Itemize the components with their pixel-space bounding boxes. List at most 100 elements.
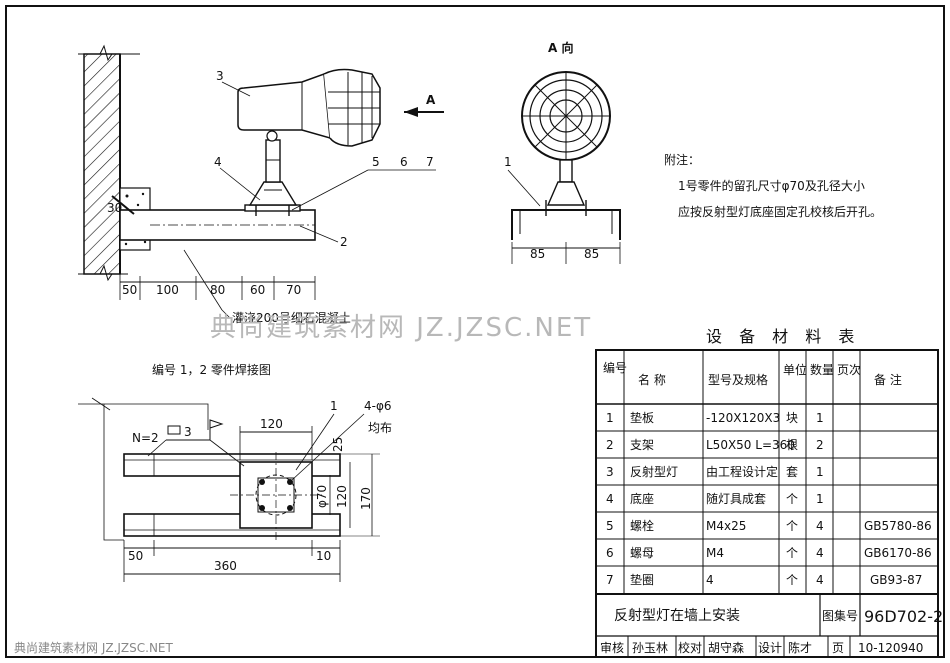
th-qty: 数量	[810, 362, 834, 377]
table-row: 4 底座 随灯具成套 个 1	[606, 491, 824, 506]
sign-audit-name: 孙玉林	[632, 641, 668, 655]
dim-side-120: 120	[335, 485, 349, 508]
svg-text:螺栓: 螺栓	[630, 518, 654, 533]
sign-design-label: 设计	[758, 641, 782, 655]
svg-text:个: 个	[786, 573, 798, 587]
concrete-note: 灌浇200号细石混凝土	[232, 310, 351, 325]
table-row: 7 垫圈 4 个 4 GB93-87	[606, 572, 922, 587]
base-plate	[244, 204, 301, 212]
svg-text:7: 7	[606, 573, 614, 587]
table-row: 1 垫板 -120X120X3 块 1	[606, 410, 824, 425]
svg-text:M4: M4	[706, 546, 724, 560]
svg-text:垫板: 垫板	[630, 410, 654, 425]
drawing-title: 反射型灯在墙上安装	[614, 608, 740, 624]
svg-text:螺母: 螺母	[630, 546, 654, 560]
callout-7: 7	[426, 155, 434, 169]
atlas-number: 96D702-2	[864, 607, 943, 626]
sheet-border	[5, 5, 945, 658]
svg-text:个: 个	[786, 492, 798, 506]
svg-text:M4x25: M4x25	[706, 519, 746, 533]
arrow-a-label: A	[426, 93, 436, 107]
callout-2: 2	[340, 235, 348, 249]
dim-bottom-50: 50	[128, 549, 143, 563]
svg-text:1: 1	[816, 465, 824, 479]
watermark-main: 典尚建筑素材网 JZ.JZSC.NET	[210, 313, 592, 343]
th-page: 页次	[837, 363, 861, 377]
svg-text:根: 根	[786, 438, 798, 452]
svg-text:由工程设计定: 由工程设计定	[706, 464, 778, 479]
notes: 附注： 1号零件的留孔尺寸φ70及孔径大小 应按反射型灯底座固定孔校核后开孔。	[664, 152, 882, 219]
svg-text:个: 个	[786, 546, 798, 560]
weld-symbol: N=2	[132, 431, 159, 445]
hole-note-2: 均布	[368, 421, 392, 435]
notes-line-2: 应按反射型灯底座固定孔校核后开孔。	[678, 204, 882, 219]
elevation-view: 30 3 4 5 6 7 2 A	[78, 44, 444, 325]
callout-3: 3	[216, 69, 224, 83]
dim-100: 100	[156, 283, 179, 297]
svg-text:个: 个	[786, 519, 798, 533]
svg-text:GB6170-86: GB6170-86	[864, 546, 932, 560]
lamp-base	[248, 181, 298, 206]
svg-text:随灯具成套: 随灯具成套	[706, 491, 766, 506]
wall-hatch	[83, 53, 121, 275]
table-row: 3 反射型灯 由工程设计定 套 1	[606, 464, 824, 479]
a-view-title: A 向	[548, 40, 573, 55]
table-row: 2 支架 L50X50 L=360 根 2	[606, 438, 824, 452]
page-number: 10-120940	[858, 641, 923, 655]
svg-text:4: 4	[816, 573, 824, 587]
svg-text:4: 4	[706, 573, 714, 587]
svg-text:1: 1	[606, 411, 614, 425]
dim-side-170: 170	[359, 487, 373, 510]
dim-60: 60	[250, 283, 265, 297]
svg-text:1: 1	[816, 411, 824, 425]
a-dim-85-left: 85	[530, 247, 545, 261]
svg-text:套: 套	[786, 465, 798, 479]
sign-audit-label: 审核	[600, 640, 624, 655]
page-label: 页	[832, 641, 844, 655]
table-row: 5 螺栓 M4x25 个 4 GB5780-86	[606, 518, 932, 533]
svg-text:4: 4	[816, 519, 824, 533]
table-row: 6 螺母 M4 个 4 GB6170-86	[606, 546, 932, 560]
watermark-bottom: 典尚建筑素材网 JZ.JZSC.NET	[14, 640, 174, 655]
weld-detail: 编号 1，2 零件焊接图 N=2 3 1 4-φ6 均布	[78, 362, 392, 582]
svg-text:GB93-87: GB93-87	[870, 573, 922, 587]
svg-text:1: 1	[816, 492, 824, 506]
dim-70: 70	[286, 283, 301, 297]
svg-text:2: 2	[606, 438, 614, 452]
notes-line-1: 1号零件的留孔尺寸φ70及孔径大小	[678, 178, 865, 193]
weld-callout-1: 1	[330, 399, 338, 413]
svg-text:反射型灯: 反射型灯	[630, 464, 678, 479]
svg-text:底座: 底座	[630, 491, 654, 506]
svg-text:L50X50 L=360: L50X50 L=360	[706, 438, 795, 452]
sign-check-label: 校对	[678, 640, 702, 655]
svg-text:4: 4	[606, 492, 614, 506]
sign-check-name: 胡守森	[708, 640, 744, 655]
svg-text:块: 块	[786, 411, 798, 425]
th-no-1: 编号	[603, 360, 627, 375]
title-block: 反射型灯在墙上安装 图集号 96D702-2 审核 孙玉林 校对 胡守森 设计 …	[595, 593, 943, 658]
sign-design-name: 陈才	[788, 640, 812, 655]
dim-top-120: 120	[260, 417, 283, 431]
dim-top-25: 25	[331, 437, 345, 452]
angle-mark: 30	[107, 201, 122, 215]
a-view-callout-1: 1	[504, 155, 512, 169]
svg-text:2: 2	[816, 438, 824, 452]
dim-phi70: φ70	[315, 485, 329, 508]
a-view: A 向 1 85 85	[504, 40, 621, 264]
weld-num: 3	[184, 425, 192, 439]
atlas-label: 图集号	[822, 608, 858, 623]
svg-text:垫圈: 垫圈	[630, 572, 654, 587]
svg-text:6: 6	[606, 546, 614, 560]
dim-80: 80	[210, 283, 225, 297]
dim-bottom-10: 10	[316, 549, 331, 563]
reflector-lamp	[237, 72, 331, 140]
callout-4: 4	[214, 155, 222, 169]
svg-text:GB5780-86: GB5780-86	[864, 519, 932, 533]
th-remark: 备 注	[874, 372, 902, 387]
callout-5: 5	[372, 155, 380, 169]
table-title: 设 备 材 料 表	[706, 327, 860, 346]
svg-text:4: 4	[816, 546, 824, 560]
dim-bottom-360: 360	[214, 559, 237, 573]
svg-text:3: 3	[606, 465, 614, 479]
